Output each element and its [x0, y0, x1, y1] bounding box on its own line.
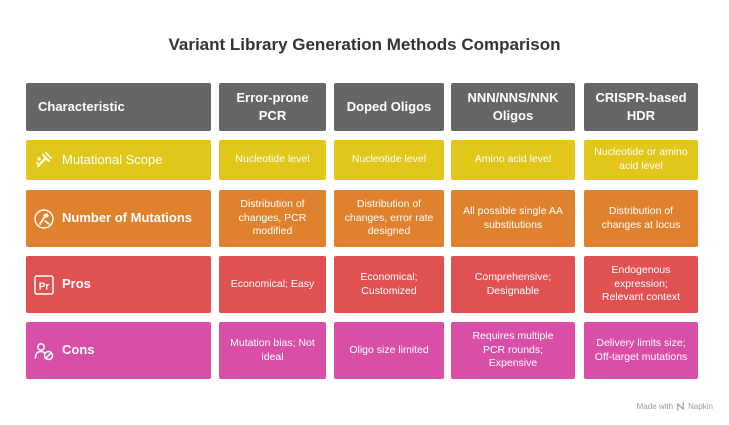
cell-count-nnn-oligos: All possible single AA substitutions	[451, 190, 575, 247]
cell-scope-crispr-hdr: Nucleotide or amino acid level	[584, 140, 698, 180]
cell-text: Endogenous expression; Relevant context	[601, 264, 681, 304]
cell-pros-crispr-hdr: Endogenous expression; Relevant context	[584, 256, 698, 313]
cell-text: Requires multiple PCR rounds; Expensive	[472, 330, 554, 370]
mutation-icon	[34, 150, 54, 170]
header-method-error-prone-pcr: Error-prone PCR	[219, 83, 326, 131]
header-method-label: Doped Oligos	[346, 99, 432, 115]
row-label-text: Number of Mutations	[62, 210, 192, 226]
header-characteristic: Characteristic	[26, 83, 211, 131]
header-method-nnn-oligos: NNN/NNS/NNK Oligos	[451, 83, 575, 131]
watermark-text: Made with	[636, 402, 674, 411]
cell-text: Amino acid level	[474, 153, 552, 166]
cell-text: Economical; Customized	[360, 270, 418, 297]
cell-text: Mutation bias; Not ideal	[230, 336, 315, 363]
row-label-text: Mutational Scope	[62, 151, 163, 167]
cell-scope-error-prone-pcr: Nucleotide level	[219, 140, 326, 180]
cell-text: Nucleotide or amino acid level	[594, 146, 688, 172]
watermark-brand: Napkin	[688, 402, 713, 411]
cell-count-crispr-hdr: Distribution of changes at locus	[584, 190, 698, 247]
row-label-text: Pros	[62, 276, 91, 292]
cell-count-error-prone-pcr: Distribution of changes, PCR modified	[219, 190, 326, 247]
header-method-label: CRISPR-based HDR	[595, 90, 687, 123]
cell-text: Distribution of changes, error rate desi…	[344, 198, 434, 238]
cell-text: Comprehensive; Designable	[474, 270, 552, 297]
diagram-title: Variant Library Generation Methods Compa…	[168, 35, 561, 54]
cell-text: Delivery limits size; Off-target mutatio…	[594, 336, 688, 363]
header-method-crispr-hdr: CRISPR-based HDR	[584, 83, 698, 131]
row-label-text: Cons	[62, 342, 95, 358]
row-label-cons: Cons	[26, 322, 211, 379]
cell-text: All possible single AA substitutions	[463, 204, 563, 231]
cell-text: Nucleotide level	[351, 153, 427, 166]
row-label-number-of-mutations: Number of Mutations	[26, 190, 211, 247]
header-method-label: Error-prone PCR	[236, 90, 309, 123]
napkin-watermark: Made with Napkin	[637, 402, 713, 411]
cell-text: Economical; Easy	[230, 277, 315, 290]
row-label-pros: Pr Pros	[26, 256, 211, 313]
cell-count-doped-oligos: Distribution of changes, error rate desi…	[334, 190, 444, 247]
cell-text: Nucleotide level	[235, 153, 310, 166]
hammer-icon	[34, 208, 54, 229]
header-method-doped-oligos: Doped Oligos	[334, 83, 444, 131]
cell-pros-error-prone-pcr: Economical; Easy	[219, 256, 326, 313]
napkin-logo-icon	[676, 402, 685, 411]
cell-cons-error-prone-pcr: Mutation bias; Not ideal	[219, 322, 326, 379]
row-label-mutational-scope: Mutational Scope	[26, 140, 211, 180]
cell-pros-doped-oligos: Economical; Customized	[334, 256, 444, 313]
pr-icon: Pr	[34, 274, 54, 295]
cell-scope-doped-oligos: Nucleotide level	[334, 140, 444, 180]
cell-pros-nnn-oligos: Comprehensive; Designable	[451, 256, 575, 313]
header-characteristic-label: Characteristic	[38, 99, 125, 115]
cell-text: Distribution of changes at locus	[601, 204, 681, 231]
cell-text: Oligo size limited	[349, 343, 429, 356]
cell-text: Distribution of changes, PCR modified	[238, 198, 307, 238]
cell-cons-nnn-oligos: Requires multiple PCR rounds; Expensive	[451, 322, 575, 379]
cell-cons-crispr-hdr: Delivery limits size; Off-target mutatio…	[584, 322, 698, 379]
cell-scope-nnn-oligos: Amino acid level	[451, 140, 575, 180]
header-method-label: NNN/NNS/NNK Oligos	[467, 90, 559, 123]
user-block-icon	[34, 341, 54, 361]
svg-text:Pr: Pr	[39, 281, 50, 292]
cell-cons-doped-oligos: Oligo size limited	[334, 322, 444, 379]
